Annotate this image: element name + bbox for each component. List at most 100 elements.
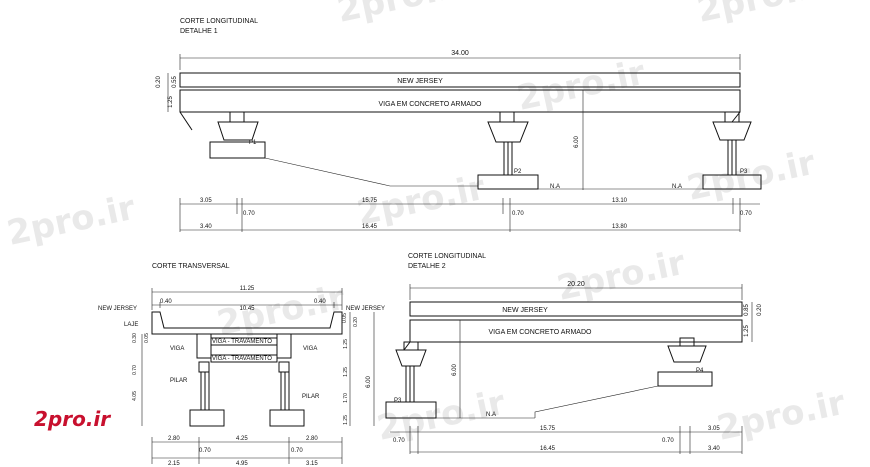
bracing-beam-top [210,337,278,346]
bottom-dim: 2.80 [168,436,180,442]
pier-p3: P3 [702,111,762,190]
dim-right-top: 0.20 [757,304,763,316]
new-jersey-left-label: NEW JERSEY [98,306,137,312]
dim-row1: 13.10 [612,198,628,204]
dim-row1: 0.70 [243,211,255,217]
dim-left-mid: 0.55 [172,76,178,88]
beam-right [276,333,292,359]
na-label: N.A [486,412,496,418]
new-jersey-barrier [409,301,743,317]
left-margin: 0.40 [160,299,172,305]
travamento-label: VIGA - TRAVAMENTO [212,356,272,362]
left-dim: 0.70 [132,365,138,375]
dim-row2: 13.80 [612,224,628,230]
dim-row1: 3.05 [708,426,720,432]
dim-row1: 0.70 [512,211,524,217]
transversal-title: CORTE TRANSVERSAL [152,263,230,270]
viga-left-label: VIGA [170,346,184,352]
right-dim: 0.05 [342,313,348,323]
pilar-left-label: PILAR [170,378,188,384]
right-margin: 0.40 [314,299,326,305]
dim-row2: 3.40 [200,224,212,230]
height-label: 6.00 [452,364,458,376]
footing-right [269,409,305,427]
bottom-dim: 0.70 [291,448,303,454]
watermark: 2pro.ir [554,243,689,309]
dim-left-top: 0.20 [156,76,162,88]
span-total-label: 34.00 [451,50,469,57]
viga-right-label: VIGA [303,346,317,352]
right-dim: 1.70 [343,393,349,403]
pier-p4: P4 [657,337,713,387]
logo: 2pro.ir [34,407,111,431]
bottom-dim: 4.95 [236,461,248,467]
watermark: 2pro.ir [684,143,819,209]
footing-left [189,409,225,427]
bottom-dim: 2.80 [306,436,318,442]
transversal-height: 6.00 [366,376,372,388]
watermark: 2pro.ir [714,383,849,449]
beam-label: VIGA EM CONCRETO ARMADO [379,101,482,108]
dim-row1: 3.05 [200,198,212,204]
watermark: 2pro.ir [694,0,829,31]
dim-row2: 16.45 [362,224,378,230]
travamento-label: VIGA - TRAVAMENTO [212,339,272,345]
detail-1-subtitle: DETALHE 1 [180,28,218,35]
width-total: 11.25 [240,286,255,292]
pier-label: P3 [740,169,748,175]
detail-1: CORTE LONGITUDINAL DETALHE 1 34.00 NEW J… [156,18,762,232]
transversal-section: CORTE TRANSVERSAL 11.25 0.40 10.45 0.40 … [98,263,385,467]
bottom-dim: 2.15 [168,461,180,467]
right-dim: 0.20 [353,317,359,327]
right-dim: 1.25 [343,415,349,425]
deck-slab [151,311,343,335]
detail-1-title: CORTE LONGITUDINAL [180,18,258,25]
dim-row1: 0.70 [662,438,674,444]
pier-p1: P1 [209,111,266,159]
height-label: 6.00 [574,136,580,148]
dim-row1: 0.70 [393,438,405,444]
left-dim: 0.05 [144,333,150,343]
new-jersey-label: NEW JERSEY [397,78,443,85]
new-jersey-label: NEW JERSEY [502,307,548,314]
pier-label: P4 [696,368,704,374]
left-dim: 4.05 [132,391,138,401]
beam-left [196,333,212,359]
beam-label: VIGA EM CONCRETO ARMADO [489,329,592,336]
detail-2-title: CORTE LONGITUDINAL [408,253,486,260]
bracing-beam-bottom [210,354,278,363]
watermark: 2pro.ir [514,53,649,119]
concrete-beam [409,319,743,343]
deck-width: 10.45 [239,306,255,312]
dim-right-bot: 1.25 [744,325,750,337]
detail-2-subtitle: DETALHE 2 [408,263,446,270]
dim-row2: 3.40 [708,446,720,452]
dim-right-mid: 0.85 [744,304,750,316]
dim-row1: 15.75 [540,426,556,432]
new-jersey-barrier [179,72,741,88]
pier-p2: P2 [477,111,539,190]
right-dim: 1.25 [343,339,349,349]
dim-row1: 15.75 [362,198,378,204]
watermark: 2pro.ir [4,188,139,254]
span-total-label: 20.20 [567,281,585,288]
dim-row2: 16.45 [540,446,556,452]
right-dim: 1.25 [343,367,349,377]
concrete-beam [179,89,741,113]
pier-p3: P3 [385,341,437,419]
pier-label: P2 [514,169,522,175]
watermark-layer: 2pro.ir 2pro.ir 2pro.ir 2pro.ir 2pro.ir … [4,0,849,449]
watermark: 2pro.ir [334,0,469,31]
bottom-dim: 3.15 [306,461,318,467]
dim-row1: 0.70 [740,211,752,217]
pier-label: P3 [394,398,402,404]
bottom-dim: 0.70 [199,448,211,454]
left-dim: 0.30 [132,333,138,343]
bottom-dim: 4.25 [236,436,248,442]
na-label: N.A [550,184,560,190]
laje-label: LAJE [124,322,138,328]
na-label: N.A [672,184,682,190]
dim-left-bot: 1.25 [168,96,174,108]
pilar-right-label: PILAR [302,394,320,400]
